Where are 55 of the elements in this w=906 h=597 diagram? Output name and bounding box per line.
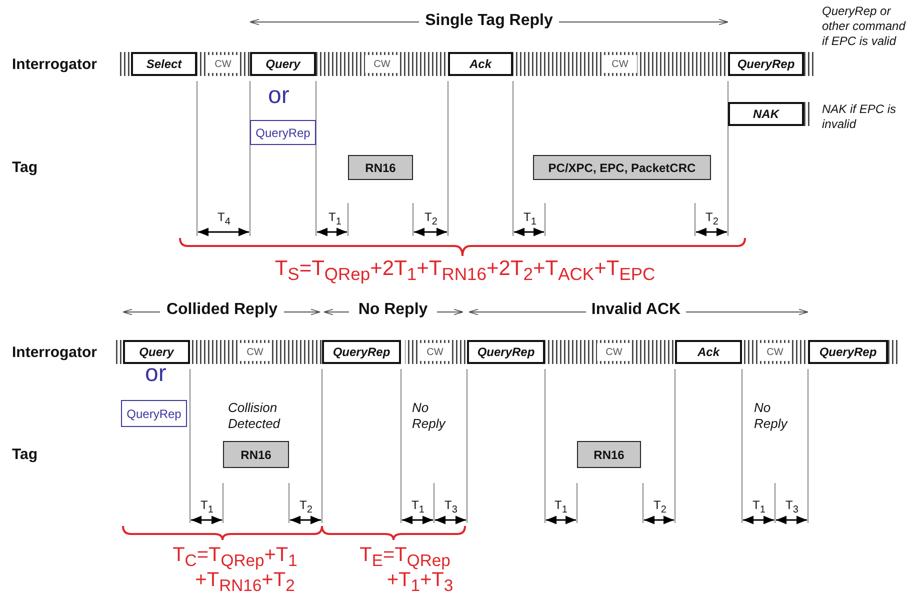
note: Collision Detected xyxy=(228,400,282,432)
section-title: Single Tag Reply xyxy=(419,12,559,30)
timing-label: T$_{1}$ xyxy=(554,498,568,516)
row-label: Interrogator xyxy=(12,344,98,361)
formula: +T$_{RN16}$+T$_{2}$ xyxy=(194,569,296,596)
cw-segment: CW xyxy=(238,343,272,361)
or-text: or xyxy=(268,84,290,108)
timing-label: T$_{1}$ xyxy=(200,498,214,516)
cw-segment: CW xyxy=(603,55,637,73)
tag-reply-box: RN16 xyxy=(223,441,289,468)
timing-label: T$_{2}$ xyxy=(424,210,438,228)
command-box: Ack xyxy=(448,52,513,76)
note: QueryRep or other command if EPC is valid xyxy=(822,4,906,49)
formula: T$_{C}$=T$_{QRep}$+T$_{1}$ xyxy=(172,544,298,570)
row-label: Tag xyxy=(12,446,38,463)
timing-label: T$_{2}$ xyxy=(298,498,314,516)
tag-reply-box: PC/XPC, EPC, PacketCRC xyxy=(533,155,711,180)
section-title: No Reply xyxy=(349,301,437,319)
section-title: Collided Reply xyxy=(160,301,284,319)
timing-label: T$_{2}$ xyxy=(704,210,720,228)
note: NAK if EPC is invalid xyxy=(822,102,898,132)
command-box: Select xyxy=(131,52,197,76)
timing-label: T$_{1}$ xyxy=(522,210,538,228)
timing-label: T$_{3}$ xyxy=(444,498,458,516)
command-box: Query xyxy=(250,52,316,76)
command-box: Ack xyxy=(675,340,742,364)
note: No Reply xyxy=(412,400,447,432)
command-box: QueryRep xyxy=(808,340,888,364)
cw-segment: CW xyxy=(365,55,399,73)
cw-segment: CW xyxy=(420,343,450,361)
command-box: QueryRep xyxy=(467,340,545,364)
formula: +T$_{1}$+T$_{3}$ xyxy=(386,569,454,596)
or-text: or xyxy=(145,362,166,386)
tag-reply-box: RN16 xyxy=(348,155,413,180)
note: No Reply xyxy=(754,400,789,432)
formula: T$_{S}$=T$_{QRep}$+2T$_{1}$+T$_{RN16}$+2T$_{2}$+T$_{ACK}$+T$_{EPC}$ xyxy=(274,257,656,284)
formula: T$_{E}$=T$_{QRep}$ xyxy=(358,544,452,570)
command-box: QueryRep xyxy=(322,340,401,364)
cw-segment: CW xyxy=(597,343,631,361)
alternative-command-box: QueryRep xyxy=(250,120,316,145)
timing-label: T$_{2}$ xyxy=(652,498,668,516)
timing-label: T$_{1}$ xyxy=(752,498,766,516)
tag-reply-box: RN16 xyxy=(577,441,641,468)
timing-label: T$_{4}$ xyxy=(216,210,232,228)
timing-label: T$_{1}$ xyxy=(410,498,426,516)
row-label: Tag xyxy=(12,159,38,176)
timing-label: T$_{3}$ xyxy=(784,498,800,516)
command-box: QueryRep xyxy=(728,52,804,76)
timing-label: T$_{1}$ xyxy=(328,210,342,228)
command-box: Query xyxy=(123,340,190,364)
alternative-command-box: QueryRep xyxy=(121,400,187,427)
row-label: Interrogator xyxy=(12,56,98,73)
command-box: NAK xyxy=(728,102,804,126)
cw-segment: CW xyxy=(206,55,240,73)
cw-segment: CW xyxy=(760,343,790,361)
